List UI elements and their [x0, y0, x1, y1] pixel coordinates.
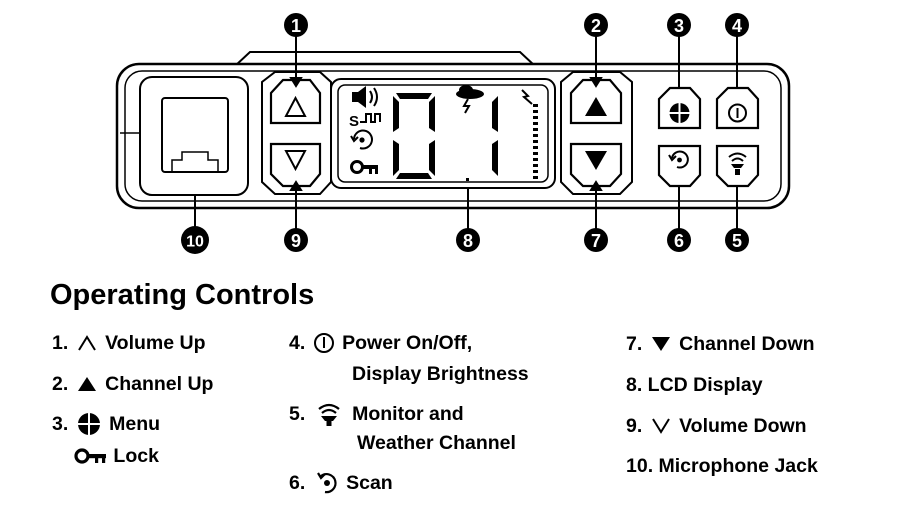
lcd-display: S — [330, 78, 556, 189]
legend-microphone-jack: 10. Microphone Jack — [626, 453, 818, 478]
svg-text:2: 2 — [591, 16, 601, 36]
legend-label-line2: Weather Channel — [357, 431, 516, 454]
signal-strength-bars — [521, 89, 538, 179]
legend-lock: Lock — [74, 443, 159, 468]
svg-text:4: 4 — [732, 16, 742, 36]
svg-text:7: 7 — [591, 231, 601, 251]
legend-number: 9. — [626, 414, 643, 437]
legend-volume-up: 1. Volume Up — [52, 330, 206, 355]
callout-10: 10 — [181, 226, 209, 254]
legend-label: Scan — [346, 471, 393, 494]
power-button[interactable] — [715, 86, 760, 130]
legend-label: 10. Microphone Jack — [626, 454, 818, 477]
svg-text:3: 3 — [674, 16, 684, 36]
legend-channel-up: 2. Channel Up — [52, 371, 213, 396]
power-icon — [728, 103, 747, 123]
chevron-down-icon — [284, 150, 307, 172]
legend-power-line2: Display Brightness — [352, 361, 529, 386]
legend-number: 7. — [626, 332, 643, 355]
callout-9: 9 — [284, 228, 308, 252]
legend-power: 4. Power On/Off, — [289, 330, 472, 355]
triangle-down-icon — [585, 151, 607, 170]
svg-text:1: 1 — [291, 16, 301, 36]
svg-text:6: 6 — [674, 231, 684, 251]
menu-icon — [76, 411, 101, 436]
legend-number: 1. — [52, 331, 69, 354]
monitor-icon — [728, 152, 747, 175]
monitor-button[interactable] — [715, 144, 760, 188]
scan-icon — [350, 129, 373, 150]
speaker-icon — [352, 86, 378, 108]
triangle-up-icon — [585, 97, 607, 116]
svg-text:S: S — [349, 113, 359, 130]
chevron-up-icon — [284, 95, 307, 117]
microphone-jack — [120, 76, 249, 196]
scan-icon — [668, 150, 689, 169]
callout-4: 4 — [725, 13, 749, 37]
legend-lcd-display: 8. LCD Display — [626, 372, 763, 397]
legend-volume-down: 9. Volume Down — [626, 413, 807, 438]
legend-menu: 3. Menu — [52, 411, 160, 436]
key-icon — [350, 160, 378, 174]
triangle-up-icon — [77, 376, 96, 391]
legend-label-line2: Display Brightness — [352, 362, 529, 385]
key-icon — [74, 448, 106, 464]
legend-scan: 6. Scan — [289, 470, 393, 495]
monitor-icon — [318, 403, 340, 426]
legend-label: Channel Down — [679, 332, 815, 355]
radio-front-panel-diagram: S — [115, 13, 791, 254]
legend-label: Volume Down — [679, 414, 807, 437]
scan-icon — [316, 472, 337, 494]
triangle-down-icon — [651, 336, 670, 351]
channel-digits — [393, 93, 498, 181]
svg-text:8: 8 — [463, 231, 473, 251]
legend-label-line1: Power On/Off, — [342, 331, 473, 354]
callout-5: 5 — [725, 228, 749, 252]
legend-monitor: 5. Monitor and — [289, 401, 464, 427]
legend-number: 4. — [289, 331, 306, 354]
legend-channel-down: 7. Channel Down — [626, 331, 815, 356]
svg-text:5: 5 — [732, 231, 742, 251]
power-icon — [313, 332, 334, 353]
channel-up-button[interactable] — [569, 78, 623, 125]
signal-icon: S — [349, 113, 381, 130]
legend-monitor-line2: Weather Channel — [357, 430, 516, 455]
menu-icon — [668, 102, 691, 124]
legend-label: Channel Up — [105, 372, 214, 395]
section-heading: Operating Controls — [50, 279, 315, 311]
legend-number: 5. — [289, 403, 306, 425]
legend-label: 8. LCD Display — [626, 373, 763, 396]
chevron-down-icon — [651, 418, 670, 434]
svg-text:10: 10 — [186, 234, 204, 251]
callout-1: 1 — [284, 13, 308, 37]
callout-7: 7 — [584, 228, 608, 252]
callout-6: 6 — [667, 228, 691, 252]
volume-up-button[interactable] — [269, 78, 322, 125]
menu-button[interactable] — [657, 86, 702, 130]
callout-8: 8 — [456, 228, 480, 252]
callout-2: 2 — [584, 13, 608, 37]
scan-button[interactable] — [657, 144, 702, 188]
svg-text:9: 9 — [291, 231, 301, 251]
weather-alert-icon — [456, 85, 484, 114]
legend-label-line1: Monitor and — [352, 403, 464, 425]
legend-number: 2. — [52, 372, 69, 395]
volume-down-button[interactable] — [269, 142, 322, 188]
legend-label: Lock — [113, 444, 159, 467]
callout-3: 3 — [667, 13, 691, 37]
legend-label: Volume Up — [105, 331, 206, 354]
channel-down-button[interactable] — [569, 142, 623, 188]
legend-number: 3. — [52, 412, 69, 435]
legend-number: 6. — [289, 471, 306, 494]
legend-label: Menu — [109, 412, 161, 435]
chevron-up-icon — [77, 334, 96, 351]
